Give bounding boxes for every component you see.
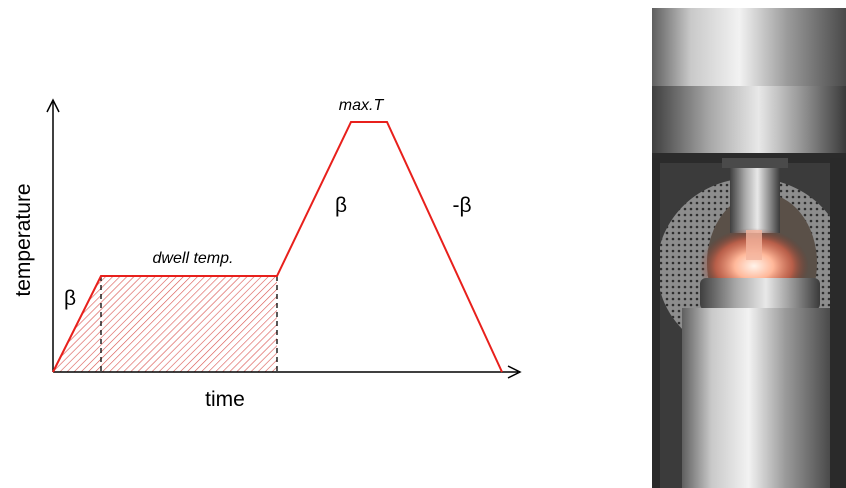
upper-sample-holder: [730, 163, 780, 233]
upper-cylinder: [652, 8, 846, 88]
furnace-photo: [652, 8, 846, 488]
max-temp-label: max.T: [339, 97, 385, 114]
temperature-profile-diagram: temperature time max.T dwell temp. β β -…: [12, 97, 522, 411]
lower-cylinder: [682, 308, 830, 488]
upper-flange: [652, 86, 846, 156]
heating-rate-label-1: β: [64, 287, 76, 310]
dwell-hatched-area: [53, 276, 277, 372]
dwell-temp-label: dwell temp.: [153, 250, 234, 267]
x-axis-label: time: [205, 388, 245, 411]
cooling-rate-label: -β: [452, 194, 471, 217]
lower-flange: [700, 278, 820, 310]
temperature-profile-line: [52, 121, 503, 373]
x-axis-arrowhead: [507, 365, 522, 379]
y-axis-label: temperature: [12, 183, 35, 296]
y-axis-arrowhead: [46, 98, 60, 113]
heating-rate-label-2: β: [335, 194, 347, 217]
